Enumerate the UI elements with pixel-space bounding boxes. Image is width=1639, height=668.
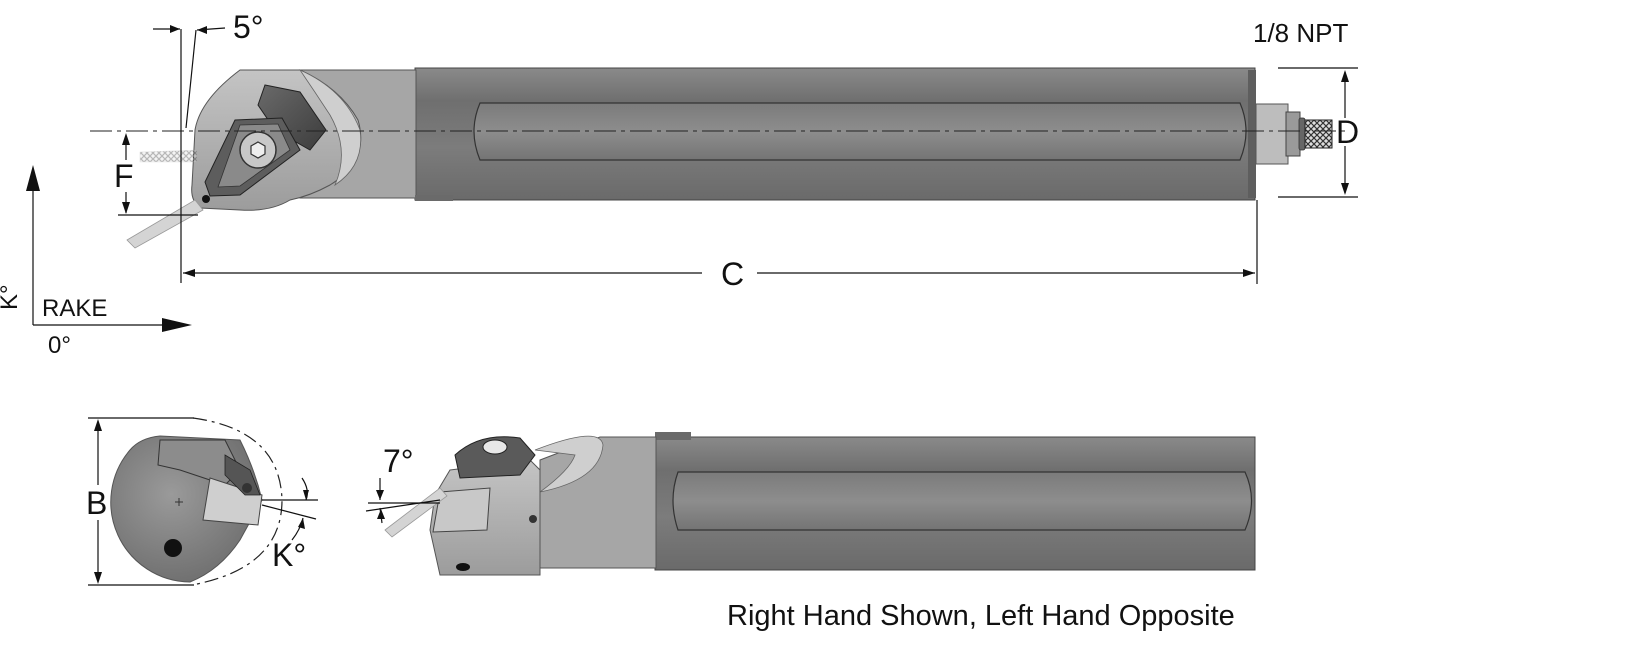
side-chip xyxy=(384,487,448,538)
rake-label: RAKE xyxy=(42,295,107,322)
side-insert xyxy=(432,487,491,533)
side-crescent xyxy=(534,435,604,493)
side-clamp xyxy=(454,436,536,479)
clamp xyxy=(257,84,327,151)
dim-c-label: C xyxy=(721,256,744,292)
insert-tip xyxy=(202,195,210,203)
knurled-plug xyxy=(1304,119,1333,149)
side-shank-step xyxy=(655,432,691,440)
end-view: B K° xyxy=(86,417,318,586)
end-dashed-arc xyxy=(191,417,283,586)
dim-b-label: B xyxy=(86,485,107,521)
end-center-mark xyxy=(175,498,183,506)
top-dimensions: 5° 1/8 NPT D F C xyxy=(114,9,1359,292)
angle-7-label: 7° xyxy=(383,443,414,479)
side-flat xyxy=(672,471,1253,531)
side-view: 7° xyxy=(365,432,1256,576)
end-insert-top xyxy=(224,454,261,496)
fitting-ring xyxy=(1298,117,1306,151)
caption: Right Hand Shown, Left Hand Opposite xyxy=(727,600,1235,632)
fitting-nut xyxy=(1285,111,1301,157)
side-hole xyxy=(529,515,537,523)
neck-step xyxy=(415,195,453,201)
coolant-fitting xyxy=(1255,103,1289,165)
shank-end-chamfer xyxy=(1248,70,1256,198)
chip-upper xyxy=(139,149,198,163)
chip-lower xyxy=(126,199,204,249)
hex-socket-icon xyxy=(250,141,266,159)
head-crescent xyxy=(298,69,362,187)
top-view xyxy=(90,67,1345,249)
k-front-label: K° xyxy=(272,537,306,573)
end-screw xyxy=(242,483,252,493)
dim-d-label: D xyxy=(1336,114,1359,150)
rake-axes: RAKE 0° K° xyxy=(0,165,192,359)
coolant-hole xyxy=(164,539,182,557)
side-screw xyxy=(482,439,508,455)
zero-degree-label: 0° xyxy=(48,332,71,359)
side-coolant-hole xyxy=(456,563,470,571)
angle-5-label: 5° xyxy=(233,9,264,45)
k-axis-label: K° xyxy=(0,284,23,310)
dim-f-label: F xyxy=(114,158,134,194)
thread-label: 1/8 NPT xyxy=(1253,18,1348,48)
